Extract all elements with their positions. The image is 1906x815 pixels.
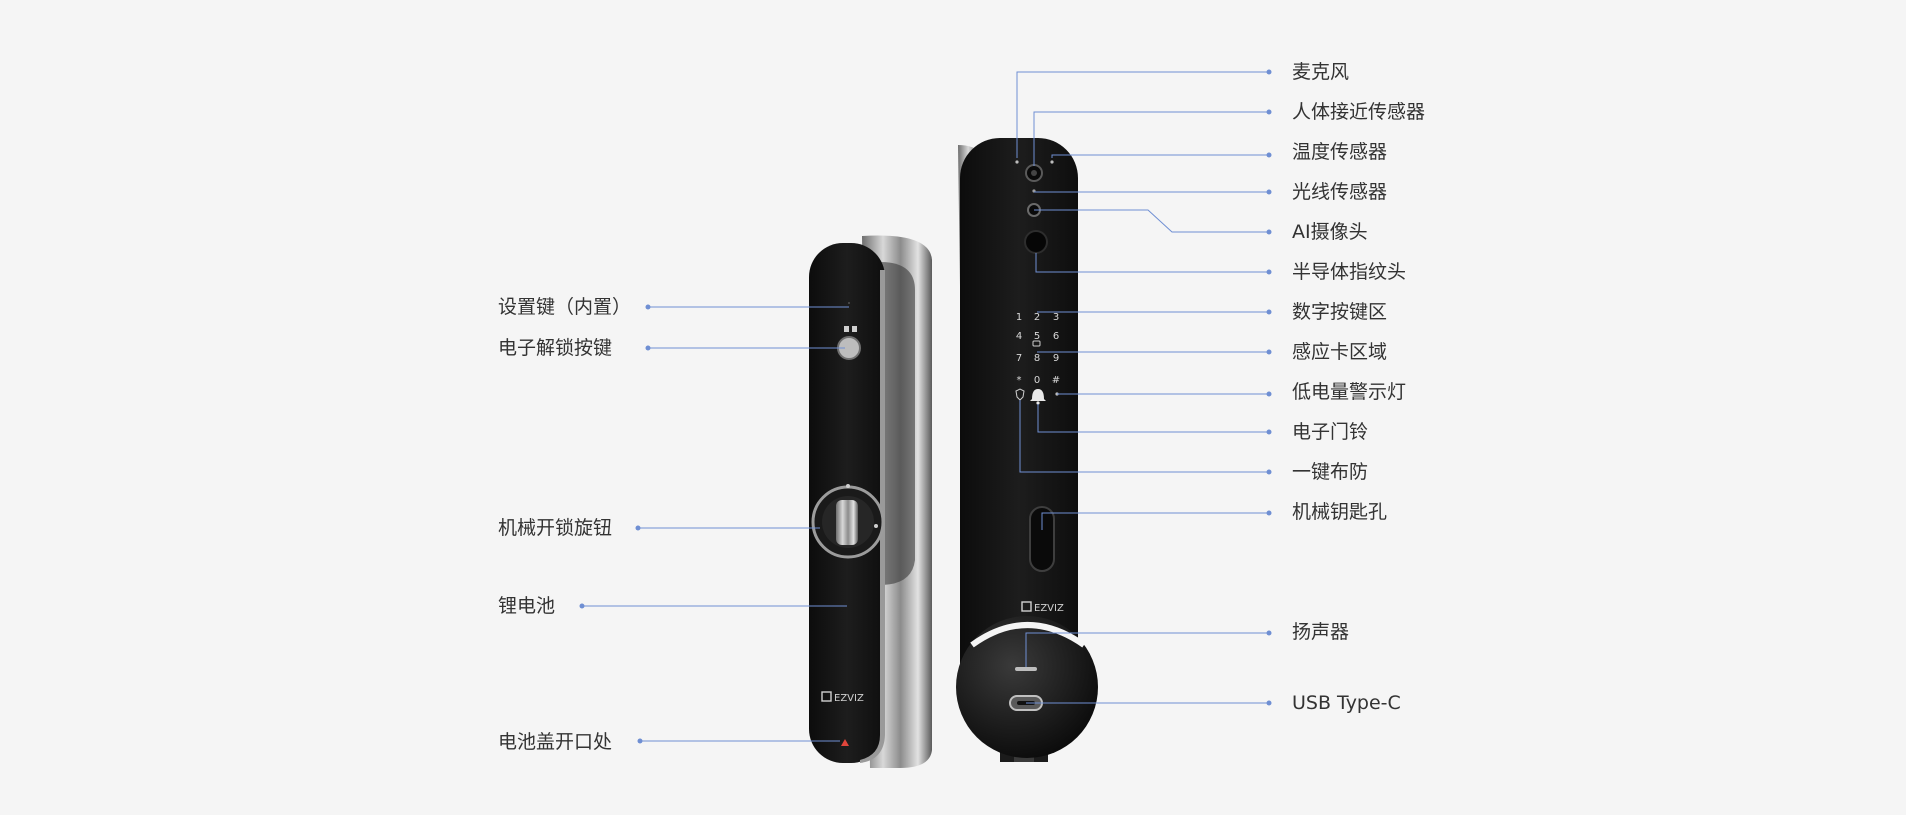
leader-line-doorbell	[1037, 404, 1269, 433]
label-temperature-sensor: 温度传感器	[1292, 141, 1388, 163]
keypad-key: 4	[1016, 331, 1022, 342]
label-doorbell: 电子门铃	[1292, 421, 1369, 443]
leader-lines	[582, 71, 1269, 742]
fingerprint-sensor	[1024, 230, 1048, 254]
label-usb-type-c: USB Type-C	[1292, 692, 1401, 714]
leader-line-camera	[1034, 209, 1269, 233]
indoor-logo-text: EZVIZ	[834, 693, 864, 704]
label-light-sensor: 光线传感器	[1292, 181, 1388, 203]
label-ai-camera: AI摄像头	[1292, 221, 1368, 243]
mechanical-keyhole	[1029, 506, 1055, 572]
label-keypad-area: 数字按键区	[1292, 301, 1388, 323]
label-speaker: 扬声器	[1292, 621, 1350, 643]
mechanical-knob	[811, 484, 885, 559]
keypad-key: 3	[1053, 312, 1059, 323]
card-area-icon	[1032, 340, 1041, 347]
keypad-key: *	[1017, 375, 1022, 386]
label-one-key-arm: 一键布防	[1292, 461, 1369, 483]
outdoor-logo: EZVIZ	[1021, 601, 1064, 614]
label-keyhole: 机械钥匙孔	[1292, 501, 1388, 523]
label-low-battery-light: 低电量警示灯	[1292, 381, 1407, 403]
label-electronic-unlock-button: 电子解锁按键	[498, 337, 613, 359]
label-lithium-battery: 锂电池	[498, 595, 556, 617]
leader-line-arm	[1019, 400, 1269, 473]
leader-line-proximity	[1033, 111, 1269, 166]
indoor-lock: EZVIZ	[809, 235, 932, 768]
outdoor-lock: 1 2 3 4 5 6 7 8 9 * 0 #	[956, 138, 1098, 762]
keypad-key: 1	[1016, 312, 1022, 323]
label-microphone: 麦克风	[1292, 61, 1350, 83]
outdoor-logo-text: EZVIZ	[1034, 603, 1064, 614]
label-card-area: 感应卡区域	[1292, 341, 1388, 363]
label-mechanical-knob: 机械开锁旋钮	[498, 517, 613, 539]
leader-line-temperature	[1051, 154, 1269, 158]
speaker-grille	[1015, 667, 1037, 671]
doorbell-icon	[1030, 389, 1046, 405]
label-setting-key: 设置键（内置）	[498, 296, 632, 318]
leader-endpoints	[579, 69, 1272, 744]
arm-shield-icon	[1015, 388, 1025, 401]
keypad-key: #	[1052, 375, 1060, 386]
keypad-key: 0	[1034, 375, 1040, 386]
battery-cover-mark	[841, 739, 849, 746]
keypad-key: 5	[1034, 331, 1040, 342]
label-fingerprint-sensor: 半导体指纹头	[1292, 261, 1407, 283]
leader-line-keyhole	[1041, 512, 1269, 530]
keypad: 1 2 3 4 5 6 7 8 9 * 0 #	[1016, 312, 1060, 386]
bottom-module	[956, 616, 1098, 762]
outdoor-body	[960, 138, 1078, 738]
indoor-logo: EZVIZ	[821, 691, 864, 704]
leader-line-fingerprint	[1035, 253, 1269, 273]
leader-line-microphone	[1016, 71, 1269, 158]
temperature-sensor-dot	[1050, 160, 1054, 164]
leader-line-speaker	[1025, 632, 1269, 667]
setting-key-point	[848, 302, 850, 304]
label-battery-cover-opening: 电池盖开口处	[498, 731, 613, 753]
keypad-key: 2	[1034, 312, 1040, 323]
unlock-indicator-icon	[844, 326, 857, 332]
label-proximity-sensor: 人体接近传感器	[1292, 101, 1426, 123]
keypad-key: 7	[1016, 353, 1022, 364]
keypad-key: 8	[1034, 353, 1040, 364]
keypad-key: 9	[1053, 353, 1059, 364]
microphone-hole	[1015, 160, 1019, 164]
keypad-key: 6	[1053, 331, 1059, 342]
